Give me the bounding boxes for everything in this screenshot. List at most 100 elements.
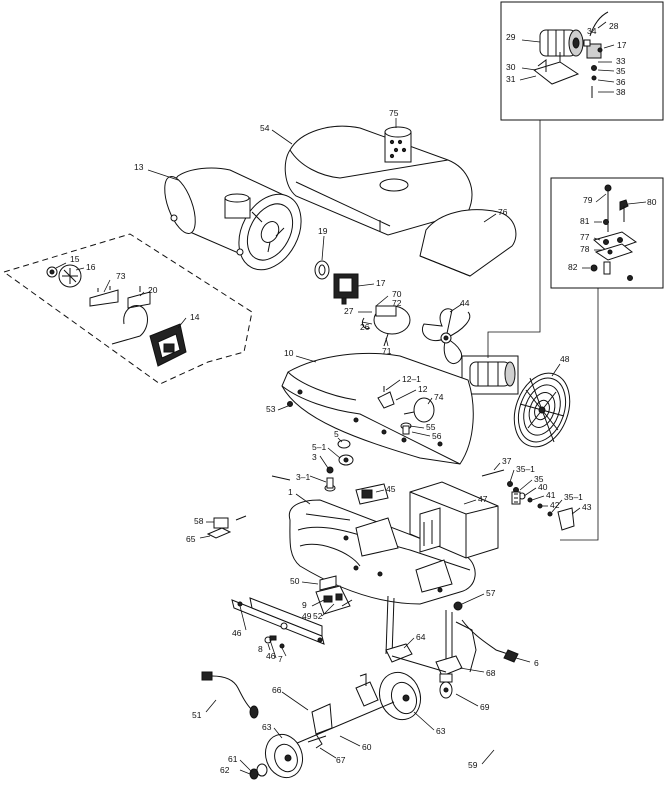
caster-69 [439,673,453,699]
callout-59: 59 [468,760,478,770]
outer-shell [284,125,473,236]
callout-5: 5 [334,429,339,439]
callout-76: 76 [498,207,508,217]
callout-17: 17 [376,278,386,288]
burner-parts [46,264,187,367]
callout-5-1: 5–1 [312,442,326,452]
callout-75: 75 [389,108,399,118]
callout-82: 82 [568,262,578,272]
callout-69: 69 [480,702,490,712]
fuel-tank [164,167,302,271]
callout-33: 33 [616,56,626,66]
callout-38: 38 [616,87,626,97]
callout-16: 16 [86,262,96,272]
callout-10: 10 [284,348,294,358]
callout-46b: 46 [266,651,276,661]
part-70-pump [361,305,411,347]
callout-48: 48 [560,354,570,364]
callout-70: 70 [392,289,402,299]
control-inset [550,177,664,289]
callout-labels: 28 29 34 17 30 33 35 31 36 38 75 54 13 7… [70,21,657,775]
callout-51: 51 [192,710,202,720]
part-12 [377,391,395,409]
callout-80: 80 [647,197,657,207]
callout-77: 77 [580,232,590,242]
callout-56: 56 [432,431,442,441]
handle-59 [483,664,614,755]
callout-35-inset: 35 [616,66,626,76]
part-17 [333,273,359,305]
callout-47: 47 [478,494,488,504]
part-74 [413,397,435,423]
callout-7: 7 [278,654,283,664]
callout-57: 57 [486,588,496,598]
power-cord [461,619,509,655]
callout-74: 74 [434,392,444,402]
part-76-guard [419,209,517,277]
callout-62: 62 [220,765,230,775]
motor-inset [500,1,664,121]
fan-motor-unit [461,355,519,395]
panel-46 [231,597,325,649]
callout-43: 43 [582,502,592,512]
callout-27: 27 [344,306,354,316]
callout-79: 79 [583,195,593,205]
callout-54: 54 [260,123,270,133]
callout-29: 29 [506,32,516,42]
callout-31: 31 [506,74,516,84]
callout-12: 12 [418,384,428,394]
callout-36: 36 [616,77,626,87]
callout-42: 42 [550,500,560,510]
handle [167,376,291,539]
callout-28: 28 [609,21,619,31]
callout-15: 15 [70,254,80,264]
callout-58: 58 [194,516,204,526]
part-44-fan-blade [422,308,471,364]
callout-30: 30 [506,62,516,72]
callout-49: 49 [302,611,312,621]
callout-19: 19 [318,226,328,236]
lower-shell [281,352,474,465]
callout-20: 20 [148,285,158,295]
callout-60: 60 [362,742,372,752]
callout-81: 81 [580,216,590,226]
cable-51 [201,671,259,719]
callout-78: 78 [580,244,590,254]
callout-9: 9 [302,600,307,610]
callout-68: 68 [486,668,496,678]
callout-44: 44 [460,298,470,308]
callout-55: 55 [426,422,436,432]
callout-3-1: 3–1 [296,472,310,482]
callout-63-left: 63 [262,722,272,732]
part-48-fan-guard [513,372,571,448]
wheel-63-left [249,733,304,780]
callout-17-inset: 17 [617,40,627,50]
callout-65: 65 [186,534,196,544]
callout-66: 66 [272,685,282,695]
callout-64: 64 [416,632,426,642]
callout-35-1b: 35–1 [564,492,583,502]
callout-3: 3 [312,452,317,462]
parts-3-5 [324,439,354,492]
callout-45: 45 [386,484,396,494]
callout-35: 35 [534,474,544,484]
callout-40: 40 [538,482,548,492]
control-box-9 [315,575,353,615]
callout-52: 52 [313,611,323,621]
callout-63-right: 63 [436,726,446,736]
callout-26: 26 [360,322,370,332]
callout-53: 53 [266,404,276,414]
callout-71: 71 [382,346,392,356]
callout-67: 67 [336,755,346,765]
callout-72: 72 [392,298,402,308]
leader-lines [55,21,647,775]
callout-35-1a: 35–1 [516,464,535,474]
callout-50: 50 [290,576,300,586]
callout-1: 1 [288,487,293,497]
callout-6: 6 [534,658,539,668]
callout-14: 14 [190,312,200,322]
part-19-ring [314,260,330,280]
hardware-37-43 [481,469,575,531]
